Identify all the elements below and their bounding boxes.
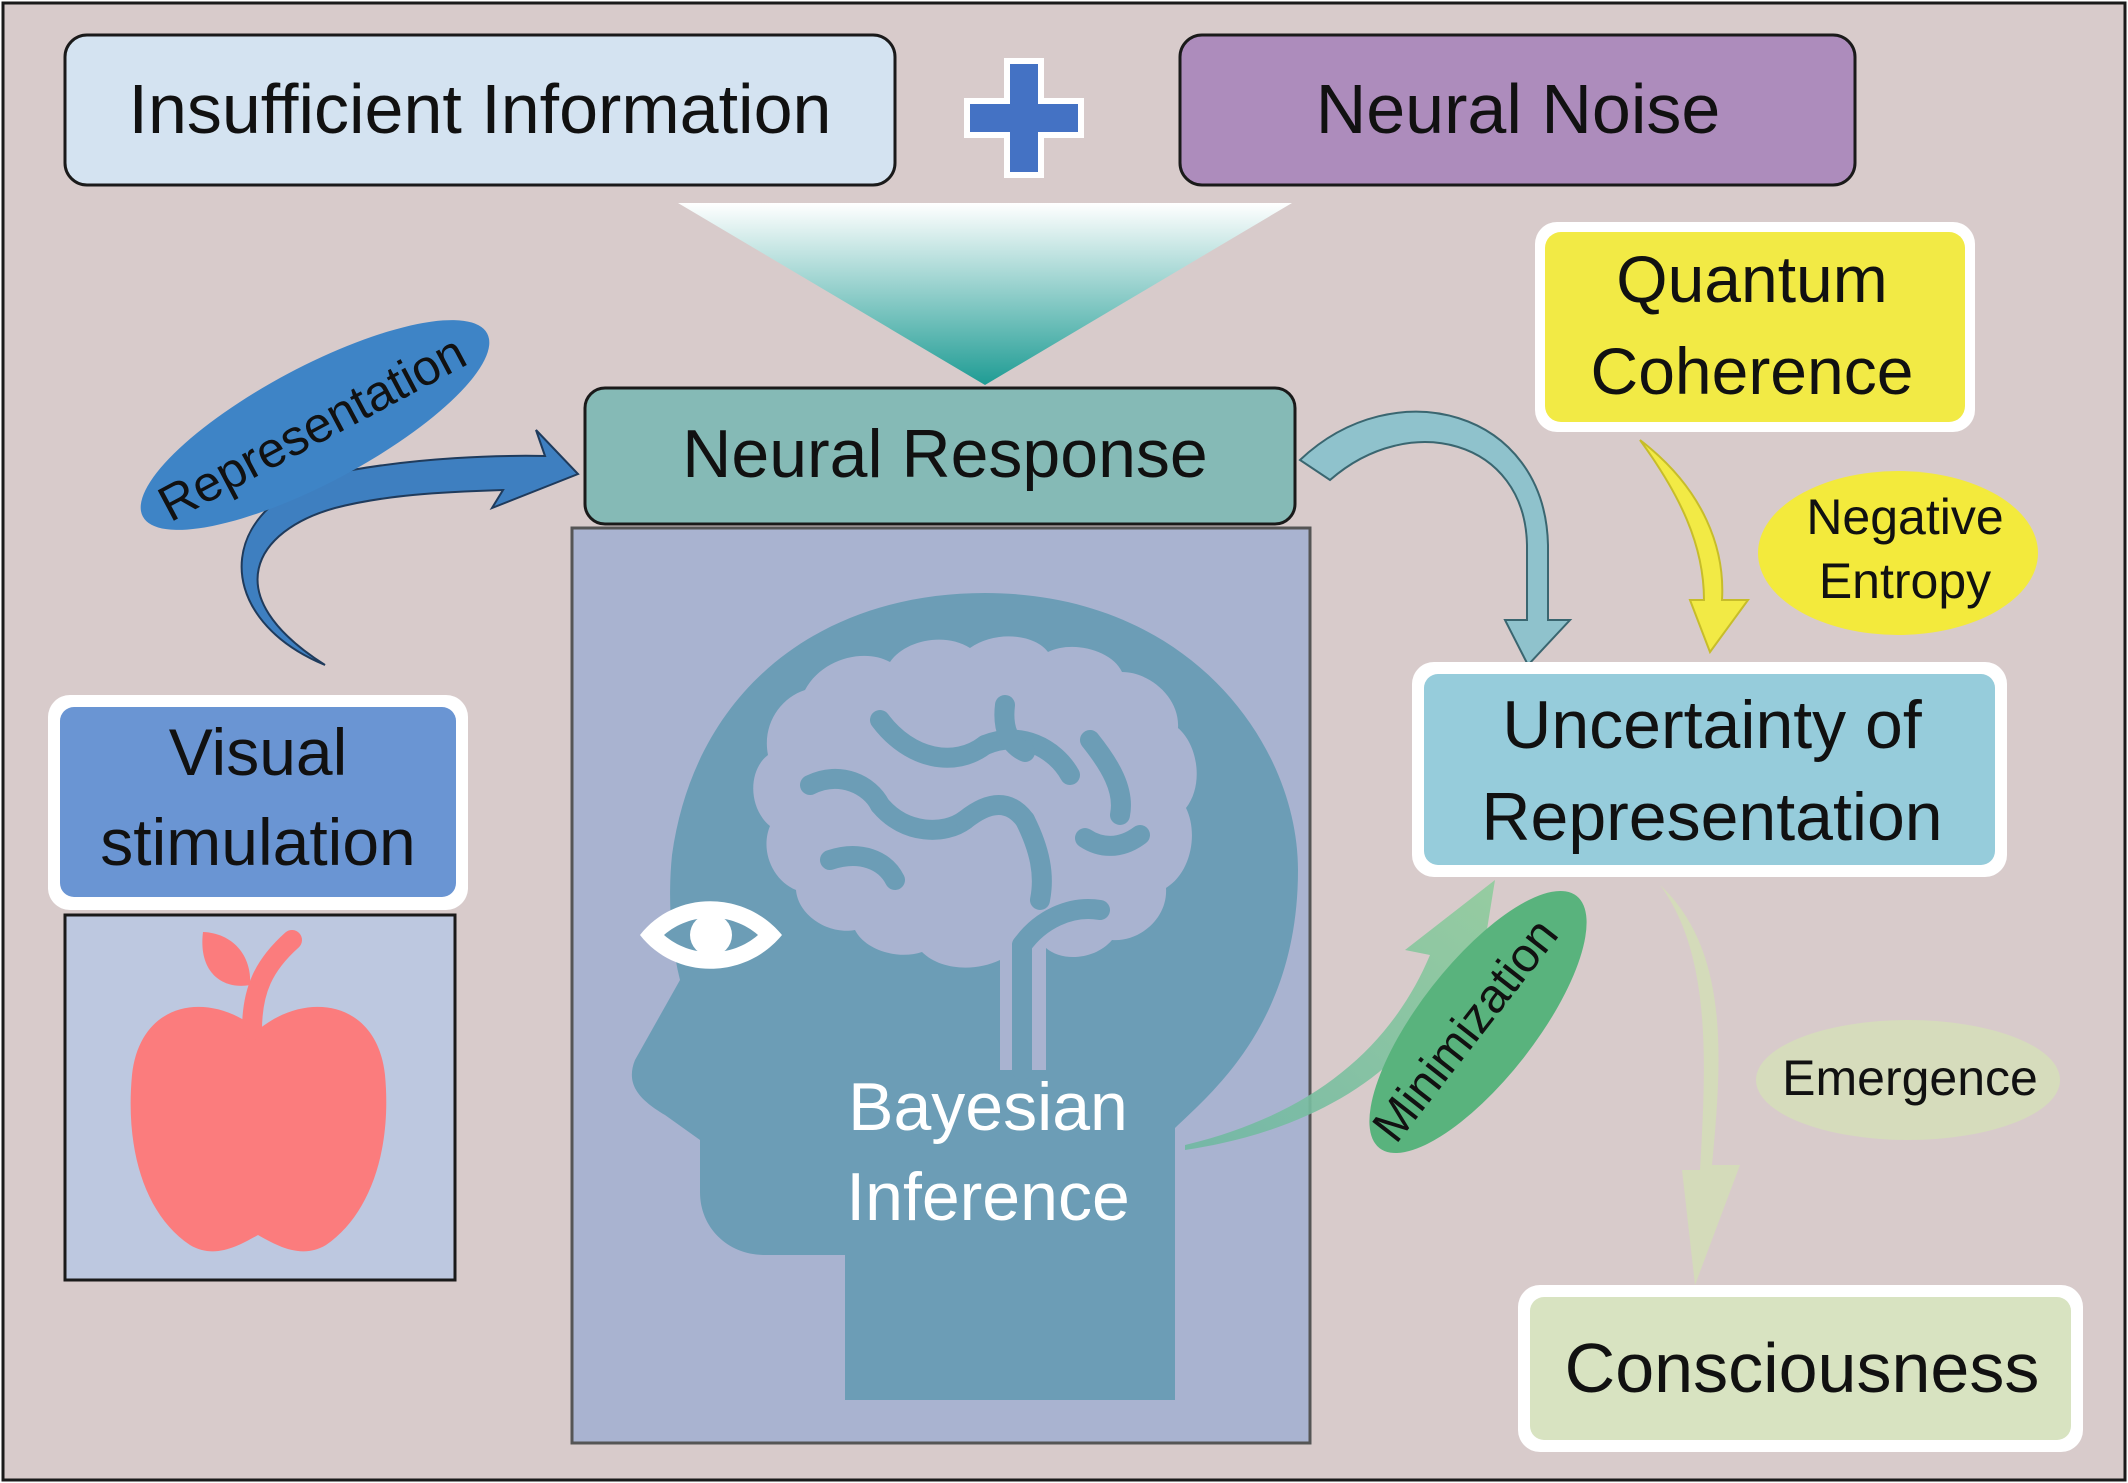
emergence-arrow [1660,885,1740,1285]
insufficient-information-box: Insufficient Information [63,33,897,187]
uncertainty-of-representation-box: Uncertainty of Representation [1412,662,2007,877]
emergence-label: Emergence [1782,1050,2038,1106]
head-brain-icon [631,593,1298,1400]
neural-response-box: Neural Response [583,386,1297,526]
insufficient-information-label: Insufficient Information [129,70,832,148]
quantum-coherence-line-1: Quantum [1616,242,1887,316]
neural-noise-label: Neural Noise [1316,70,1721,148]
uncertainty-line-2: Representation [1481,779,1942,855]
plus-icon [964,58,1084,178]
bayesian-inference-line-2: Inference [846,1159,1130,1235]
visual-stimulation-line-2: stimulation [100,805,415,879]
neural-response-label: Neural Response [682,416,1207,492]
funnel-triangle [678,203,1292,385]
negative-entropy-line-2: Entropy [1819,553,1991,609]
consciousness-label: Consciousness [1565,1329,2040,1407]
visual-stimulation-box: Visual stimulation [48,695,468,910]
neural-response-to-uncertainty-arrow [1298,410,1573,667]
consciousness-box: Consciousness [1518,1285,2083,1452]
visual-stimulation-line-1: Visual [169,715,348,789]
minimization-arrow [1185,880,1495,1150]
emergence-ellipse: Emergence [1756,1020,2060,1140]
neural-noise-box: Neural Noise [1178,33,1857,187]
quantum-coherence-line-2: Coherence [1591,334,1914,408]
negative-entropy-ellipse: Negative Entropy [1758,471,2038,635]
quantum-to-uncertainty-arrow [1639,439,1750,655]
bayesian-inference-line-1: Bayesian [848,1069,1128,1145]
eye-icon [640,901,782,969]
negative-entropy-line-1: Negative [1806,489,2003,545]
uncertainty-line-1: Uncertainty of [1502,687,1922,763]
representation-arrow [240,429,580,666]
apple-icon [130,930,387,1252]
quantum-coherence-box: Quantum Coherence [1535,222,1975,432]
